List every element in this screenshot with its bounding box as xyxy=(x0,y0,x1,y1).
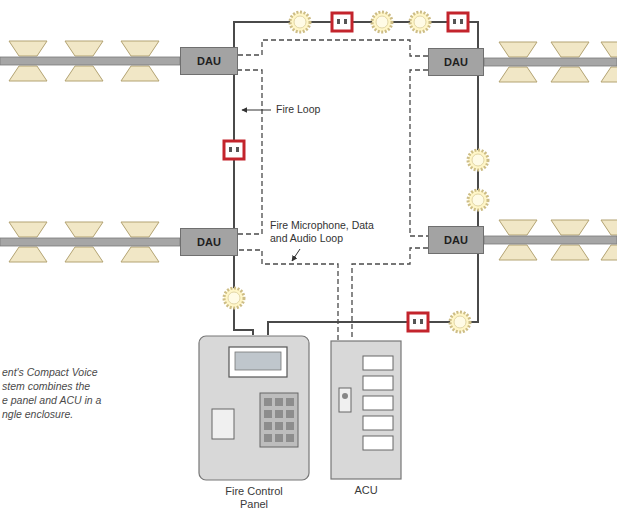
fire-control-panel-outline xyxy=(198,335,310,481)
fire-control-panel: Fire Control Panel xyxy=(198,335,310,513)
leader-line xyxy=(242,110,271,111)
audio-loop-line xyxy=(238,40,428,56)
loop-label: Fire Loop xyxy=(274,103,322,116)
dau-box: DAU xyxy=(428,48,484,76)
audio-loop-line xyxy=(238,250,338,340)
caption-line: ent's Compact Voice xyxy=(2,366,98,379)
leader-line xyxy=(292,249,300,261)
unit-label: ACU xyxy=(330,484,402,497)
dau-label: DAU xyxy=(444,56,468,68)
speaker-cable xyxy=(0,57,180,65)
dau-label: DAU xyxy=(444,234,468,246)
dau-box: DAU xyxy=(428,226,484,254)
fire-loop-line xyxy=(234,22,478,48)
acu-cabinet: ACU xyxy=(330,340,402,499)
caption-line: e panel and ACU in a xyxy=(2,394,101,407)
acu-cabinet-outline xyxy=(330,340,402,480)
caption-line: stem combines the xyxy=(2,380,90,393)
audio-loop-line xyxy=(352,248,428,340)
dau-box: DAU xyxy=(180,228,238,256)
speaker-cable xyxy=(0,238,180,246)
fire-loop-line xyxy=(268,254,478,335)
dau-label: DAU xyxy=(197,55,221,67)
speaker-cable xyxy=(484,236,617,244)
speaker-rows xyxy=(0,41,617,262)
loop-label: Fire Microphone, Data and Audio Loop xyxy=(268,219,376,245)
fire-detectors xyxy=(224,12,488,332)
speaker-cable xyxy=(484,58,617,66)
caption-line: ngle enclosure. xyxy=(2,408,73,421)
audio-loop-line xyxy=(410,70,428,236)
unit-label: Fire Control Panel xyxy=(212,485,296,511)
dau-box: DAU xyxy=(180,47,238,75)
dau-label: DAU xyxy=(197,236,221,248)
